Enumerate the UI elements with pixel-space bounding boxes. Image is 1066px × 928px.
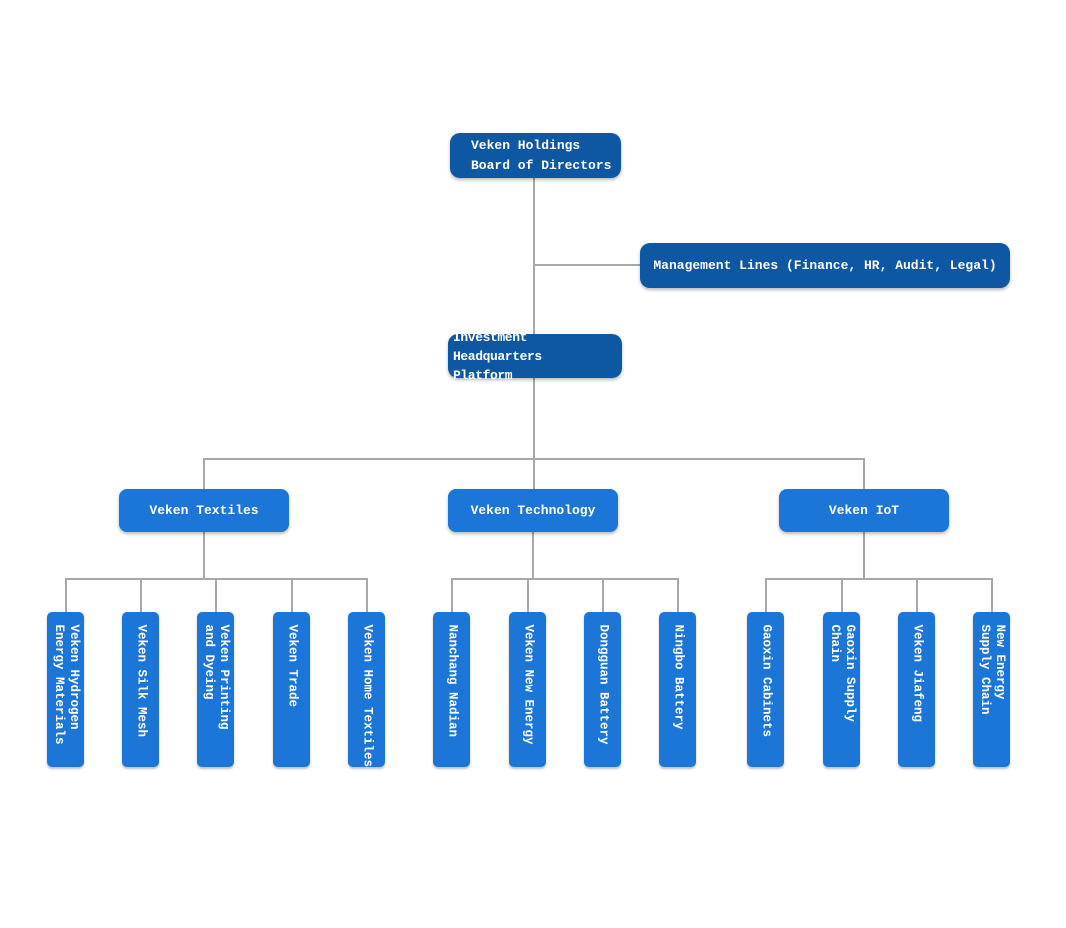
org-node-label: Veken Hydrogen Energy Materials (51, 624, 81, 745)
connector-line (451, 578, 679, 580)
connector-line (215, 578, 217, 612)
org-node-label: Dongguan Battery (596, 624, 610, 745)
connector-line (203, 532, 205, 579)
connector-line (991, 578, 993, 612)
org-node-veken-new-energy[interactable]: Veken New Energy (509, 612, 546, 767)
org-node-veken-trade[interactable]: Veken Trade (273, 612, 310, 767)
connector-line (533, 378, 535, 460)
connector-line (916, 578, 918, 612)
connector-line (533, 178, 535, 334)
org-node-label: Veken New Energy (521, 624, 535, 745)
org-node-label: Gaoxin Cabinets (759, 624, 773, 737)
org-node-label: Veken Trade (285, 624, 299, 707)
connector-line (140, 578, 142, 612)
org-node-gaoxin-supply-chain[interactable]: Gaoxin Supply Chain (823, 612, 860, 767)
org-node-label: Veken Printing and Dyeing (201, 624, 231, 730)
org-node-label: Veken Home Textiles (360, 624, 374, 767)
org-node-board[interactable]: Veken Holdings Board of Directors (450, 133, 621, 178)
org-node-veken-iot[interactable]: Veken IoT (779, 489, 949, 532)
org-node-new-energy-supply-chain[interactable]: New Energy Supply Chain (973, 612, 1010, 767)
org-node-veken-hydrogen-energy-materials[interactable]: Veken Hydrogen Energy Materials (47, 612, 84, 767)
org-node-label: Ningbo Battery (671, 624, 685, 730)
org-node-gaoxin-cabinets[interactable]: Gaoxin Cabinets (747, 612, 784, 767)
org-node-label: Nanchang Nadian (445, 624, 459, 737)
connector-line (203, 458, 205, 489)
connector-line (534, 264, 640, 266)
org-node-management-lines[interactable]: Management Lines (Finance, HR, Audit, Le… (640, 243, 1010, 288)
connector-line (291, 578, 293, 612)
connector-line (677, 578, 679, 612)
org-node-investment-hq[interactable]: Investment Headquarters Platform (448, 330, 622, 383)
connector-line (602, 578, 604, 612)
org-node-veken-home-textiles[interactable]: Veken Home Textiles (348, 612, 385, 767)
connector-line (533, 458, 535, 489)
org-node-veken-silk-mesh[interactable]: Veken Silk Mesh (122, 612, 159, 767)
org-node-veken-textiles[interactable]: Veken Textiles (119, 489, 289, 532)
connector-line (765, 578, 993, 580)
connector-line (451, 578, 453, 612)
org-node-veken-technology[interactable]: Veken Technology (448, 489, 618, 532)
org-node-label: New Energy Supply Chain (977, 624, 1007, 715)
connector-line (65, 578, 67, 612)
connector-line (863, 458, 865, 489)
connector-line (366, 578, 368, 612)
org-node-veken-printing-and-dyeing[interactable]: Veken Printing and Dyeing (197, 612, 234, 767)
connector-line (765, 578, 767, 612)
org-node-label: Veken Silk Mesh (134, 624, 148, 737)
connector-line (527, 578, 529, 612)
org-node-label: Veken Jiafeng (910, 624, 924, 722)
connector-line (863, 532, 865, 579)
org-node-veken-jiafeng[interactable]: Veken Jiafeng (898, 612, 935, 767)
org-node-dongguan-battery[interactable]: Dongguan Battery (584, 612, 621, 767)
connector-line (532, 532, 534, 579)
org-node-nanchang-nadian[interactable]: Nanchang Nadian (433, 612, 470, 767)
org-node-label: Gaoxin Supply Chain (827, 624, 857, 722)
org-node-ningbo-battery[interactable]: Ningbo Battery (659, 612, 696, 767)
connector-line (841, 578, 843, 612)
